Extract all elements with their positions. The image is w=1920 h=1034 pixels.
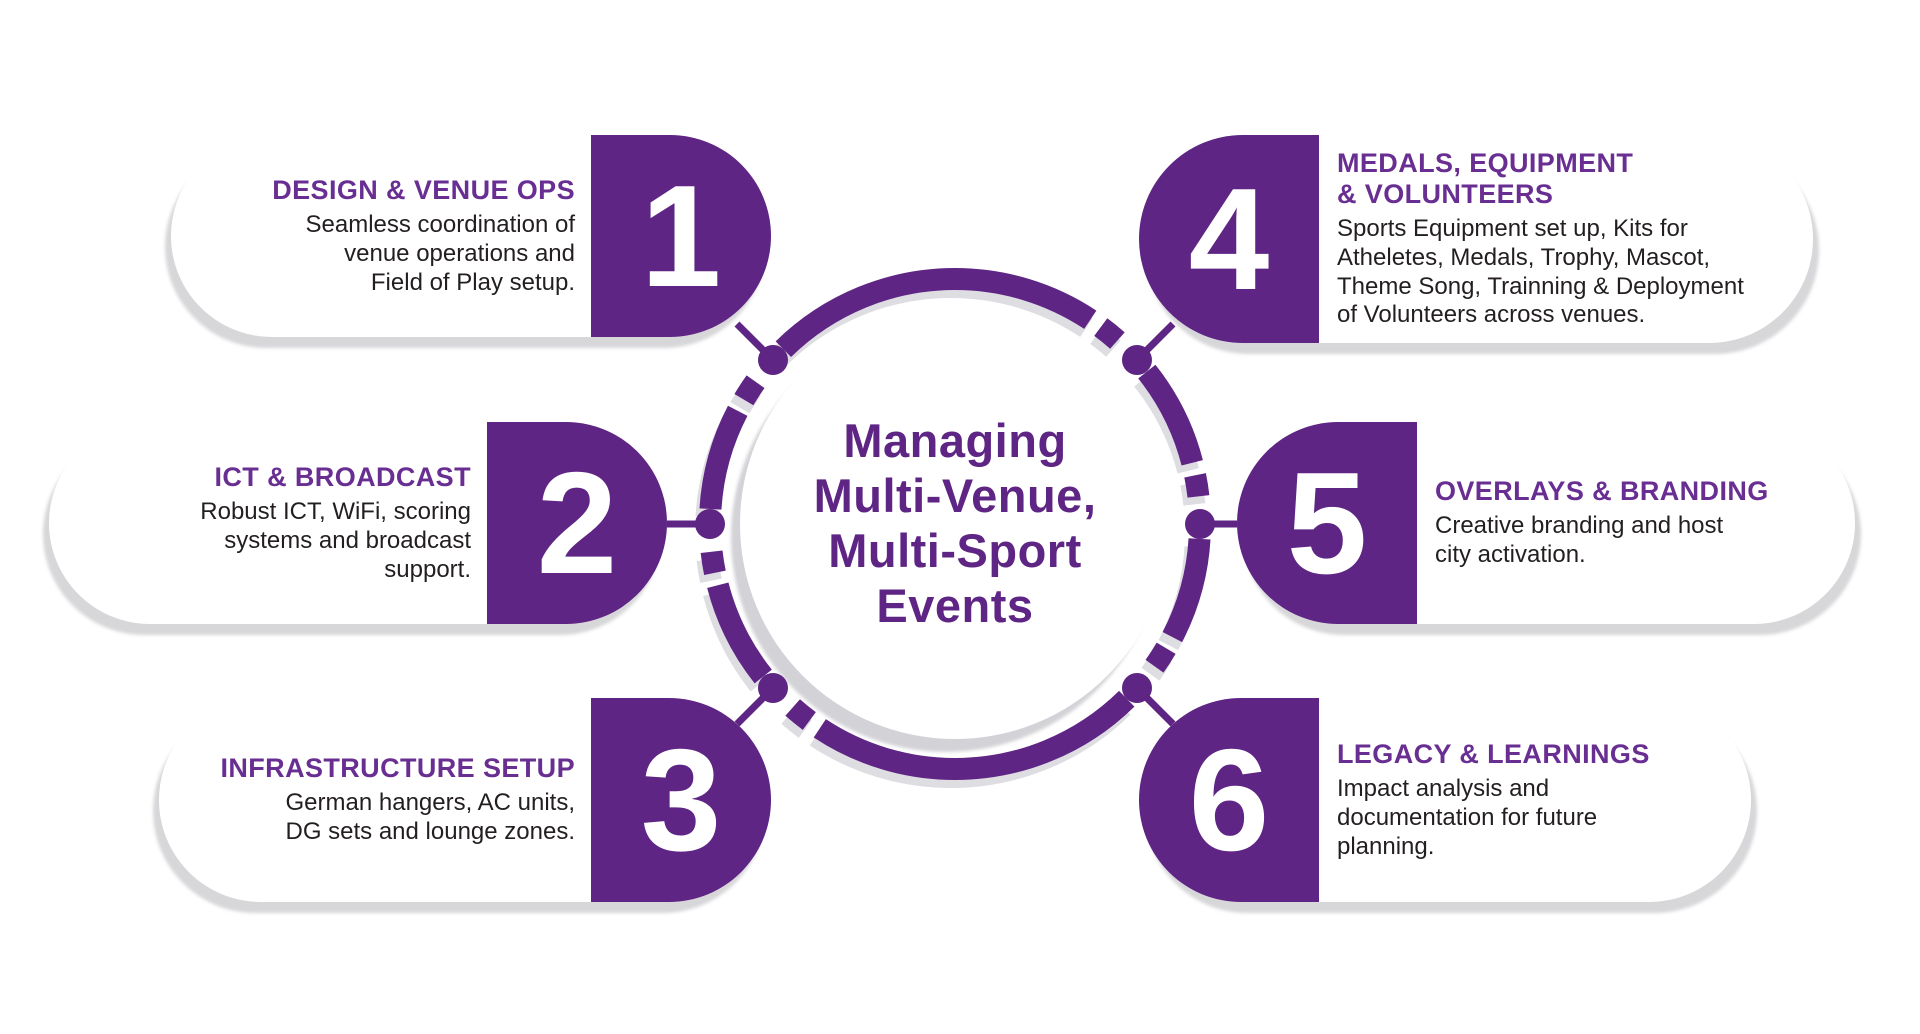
card-text: ICT & BROADCAST Robust ICT, WiFi, scorin…	[83, 462, 471, 584]
card-number: 1	[640, 154, 722, 317]
card-title: LEGACY & LEARNINGS	[1337, 738, 1650, 769]
card-description: German hangers, AC units, DG sets and lo…	[285, 789, 575, 846]
card-text: LEGACY & LEARNINGS Impact analysis and d…	[1337, 739, 1721, 861]
connector-dot-5	[1185, 509, 1215, 539]
card-ict-broadcast: ICT & BROADCAST Robust ICT, WiFi, scorin…	[49, 422, 667, 624]
card-number-badge: 1	[591, 135, 771, 337]
card-number: 6	[1188, 718, 1270, 881]
card-medals-equipment-volunteers: 4 MEDALS, EQUIPMENT & VOLUNTEERS Sports …	[1139, 135, 1813, 343]
card-design-venue-ops: DESIGN & VENUE OPS Seamless coordination…	[171, 135, 771, 337]
card-number: 5	[1286, 441, 1368, 604]
card-text: DESIGN & VENUE OPS Seamless coordination…	[205, 175, 575, 297]
card-number-badge: 2	[487, 422, 667, 624]
card-description: Robust ICT, WiFi, scoring systems and br…	[200, 497, 471, 583]
card-title: INFRASTRUCTURE SETUP	[220, 753, 575, 784]
card-title: MEDALS, EQUIPMENT & VOLUNTEERS	[1337, 147, 1634, 209]
card-overlays-branding: 5 OVERLAYS & BRANDING Creative branding …	[1237, 422, 1855, 624]
connector-dot-2	[695, 509, 725, 539]
card-title: DESIGN & VENUE OPS	[272, 174, 575, 205]
card-number: 2	[536, 441, 618, 604]
card-title: OVERLAYS & BRANDING	[1435, 476, 1769, 507]
card-infrastructure-setup: INFRASTRUCTURE SETUP German hangers, AC …	[159, 698, 771, 902]
center-circle: Managing Multi-Venue, Multi-Sport Events	[740, 309, 1170, 739]
ring-arc	[699, 268, 1211, 780]
card-legacy-learnings: 6 LEGACY & LEARNINGS Impact analysis and…	[1139, 698, 1751, 902]
card-number-badge: 6	[1139, 698, 1319, 902]
card-description: Sports Equipment set up, Kits for Athele…	[1337, 214, 1744, 329]
card-number-badge: 4	[1139, 135, 1319, 343]
center-title: Managing Multi-Venue, Multi-Sport Events	[813, 414, 1097, 632]
connector-dot-1	[758, 345, 788, 375]
connector-dot-4	[1122, 345, 1152, 375]
card-description: Creative branding and host city activati…	[1435, 512, 1724, 569]
card-number: 4	[1188, 157, 1270, 320]
connector-dot-3	[758, 673, 788, 703]
card-description: Seamless coordination of venue operation…	[305, 210, 575, 296]
card-text: MEDALS, EQUIPMENT & VOLUNTEERS Sports Eq…	[1337, 148, 1783, 330]
card-title: ICT & BROADCAST	[214, 461, 471, 492]
card-text: OVERLAYS & BRANDING Creative branding an…	[1435, 476, 1825, 570]
card-number-badge: 5	[1237, 422, 1417, 624]
card-number: 3	[640, 718, 722, 881]
connector-dot-6	[1122, 673, 1152, 703]
card-number-badge: 3	[591, 698, 771, 902]
card-text: INFRASTRUCTURE SETUP German hangers, AC …	[193, 753, 575, 847]
card-description: Impact analysis and documentation for fu…	[1337, 774, 1598, 860]
